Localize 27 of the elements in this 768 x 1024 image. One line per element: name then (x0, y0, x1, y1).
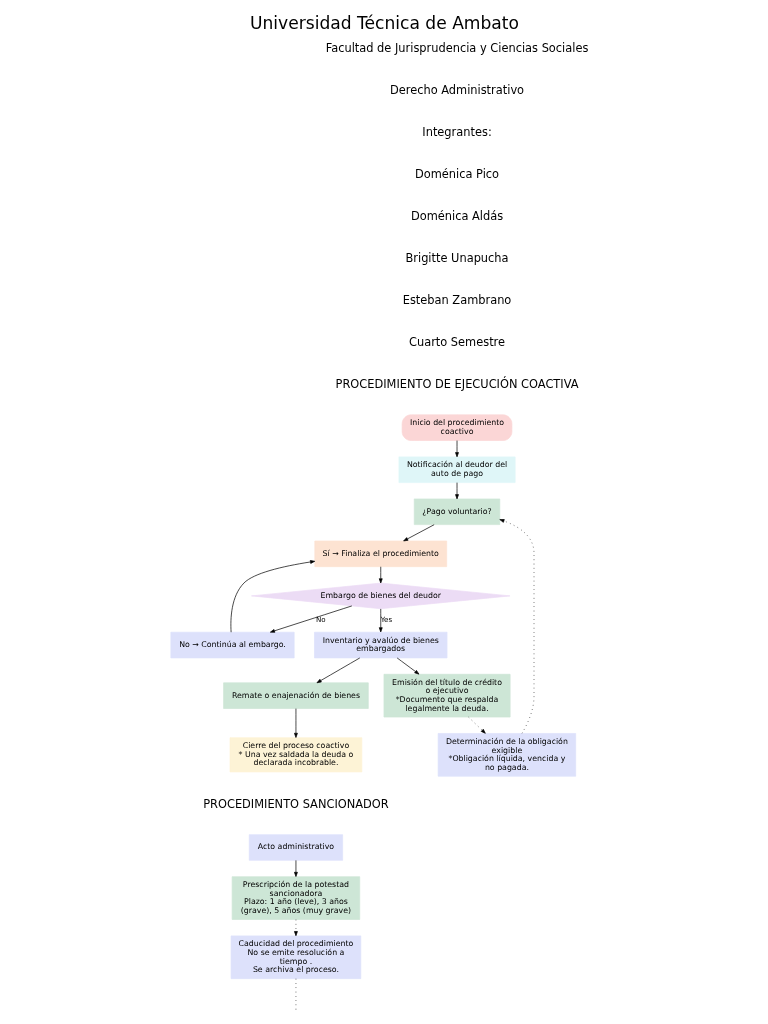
diagram-title: Universidad Técnica de Ambato (249, 12, 519, 33)
label: Integrantes: (421, 124, 492, 139)
label: PROCEDIMIENTO SANCIONADOR (202, 796, 389, 811)
label: Cuarto Semestre (408, 334, 505, 349)
arrow (454, 481, 459, 499)
arrow (498, 518, 534, 734)
edge-label: Yes (380, 614, 392, 624)
label: Esteban Zambrano (402, 292, 511, 307)
arrow (293, 707, 298, 738)
arrow (402, 523, 434, 541)
label: Derecho Administrativo (389, 82, 524, 97)
arrow (269, 605, 352, 633)
arrow (293, 859, 298, 877)
label: Doménica Aldás (410, 208, 503, 223)
arrow (467, 716, 486, 734)
label: Facultad de Jurisprudencia y Ciencias Sociales (325, 40, 588, 55)
label: PROCEDIMIENTO DE EJECUCIÓN COACTIVA (335, 376, 579, 391)
arrow (378, 608, 383, 632)
arrow (316, 657, 360, 683)
arrow (230, 559, 315, 633)
edge-label: No (315, 614, 326, 624)
label: Brigitte Unapucha (404, 250, 509, 265)
arrow (378, 565, 383, 583)
arrow (454, 439, 459, 457)
label: Doménica Pico (414, 166, 499, 181)
arrow (396, 657, 419, 674)
arrow (293, 918, 298, 936)
